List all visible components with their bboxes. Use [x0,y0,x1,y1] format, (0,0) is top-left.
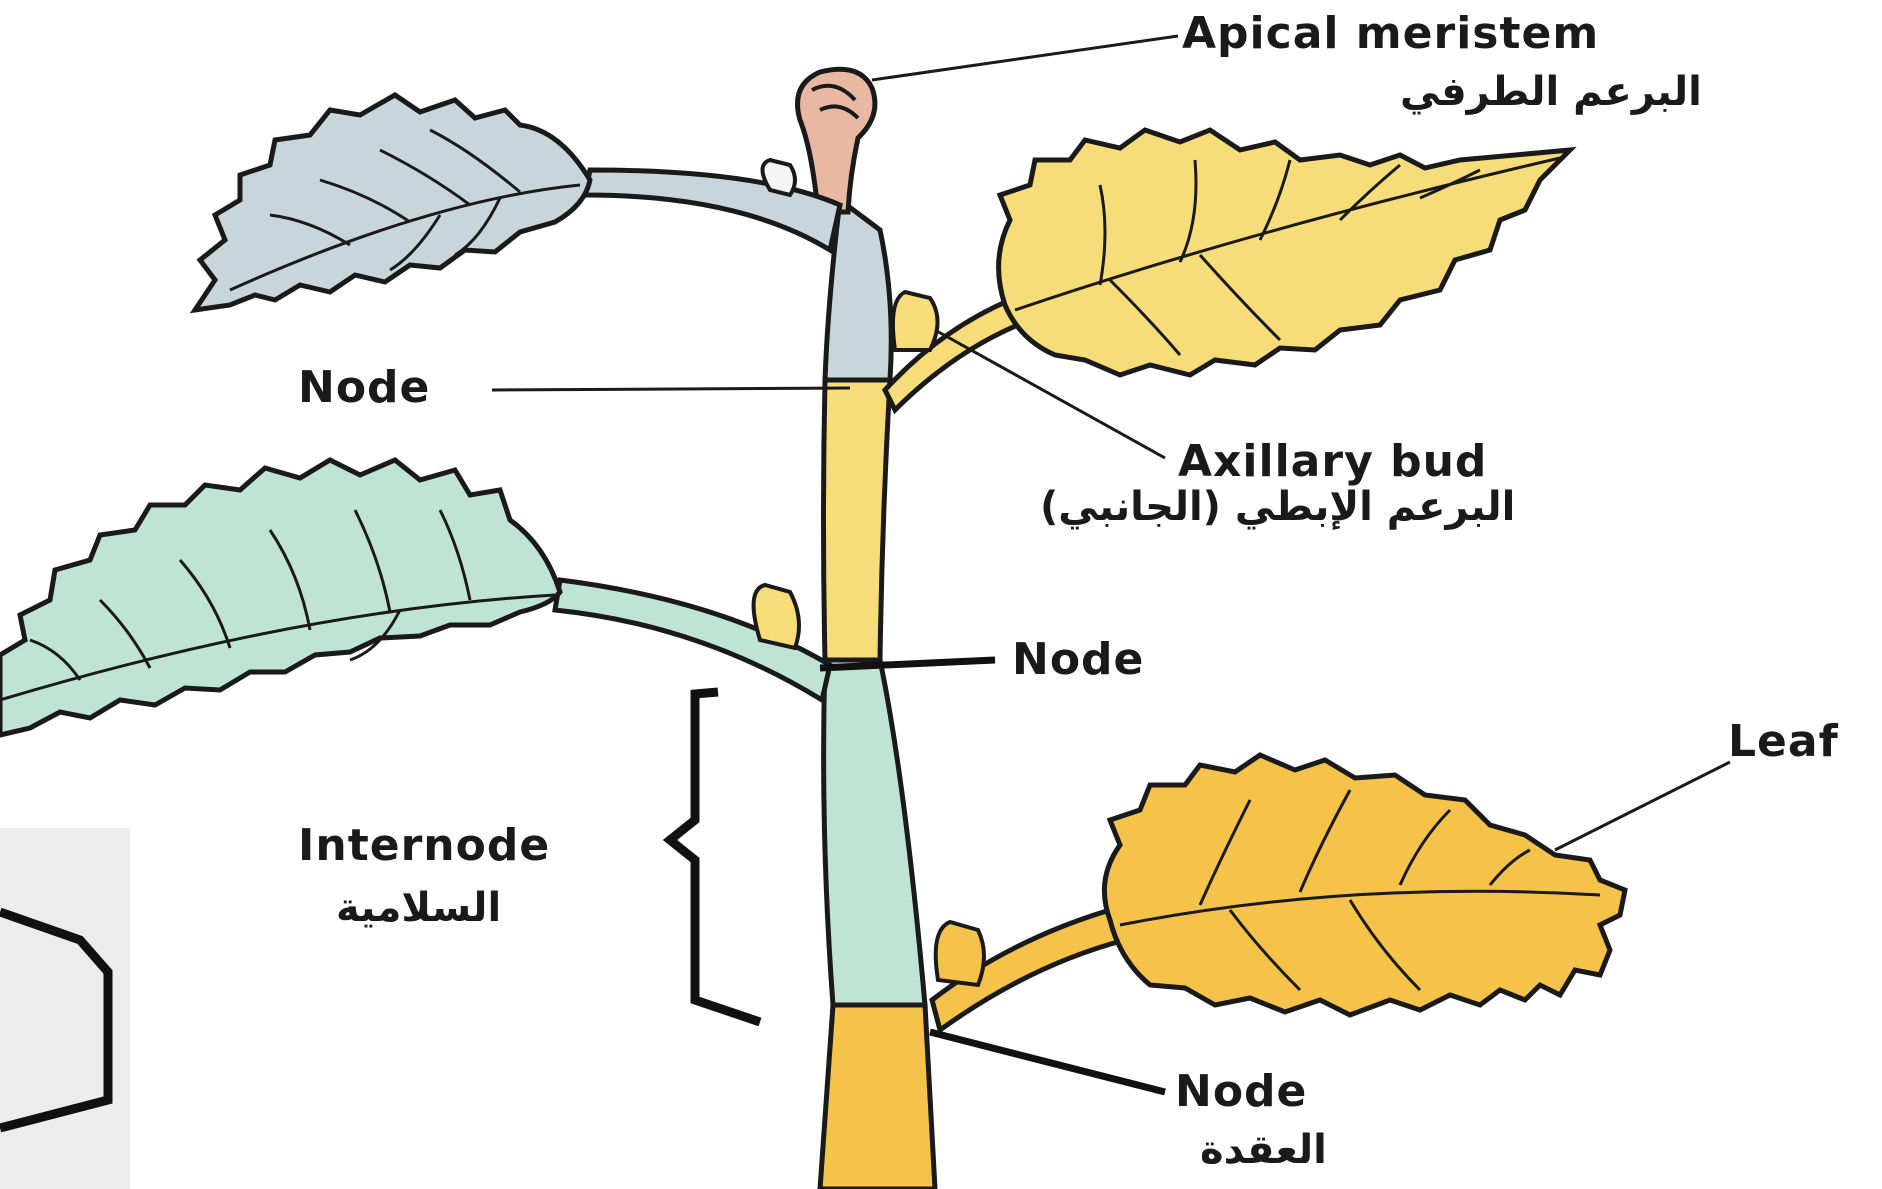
stem-internode [824,660,925,1005]
axillary-bud-lower [936,922,984,985]
stem-lower-node [820,1005,935,1189]
leaf-orange [1104,755,1625,1015]
leader-node-lower [930,1032,1165,1092]
label-apical-meristem-ar: البرعم الطرفي [1400,72,1702,112]
stem-upper-node [824,380,891,660]
label-internode-ar: السلامية [336,888,501,928]
leaf-mint [0,460,560,735]
label-node-upper: Node [298,366,430,410]
petiole-gray-blue [585,170,840,250]
label-internode: Internode [298,824,550,868]
label-node-middle: Node [1012,638,1144,682]
leader-node-upper [492,388,850,390]
axillary-bud-middle [754,585,799,648]
label-apical-meristem: Apical meristem [1182,12,1599,56]
label-node-lower-ar: العقدة [1200,1130,1327,1170]
axillary-bud-upper [893,292,938,350]
leader-apical [872,36,1178,80]
leader-leaf [1555,762,1730,850]
label-axillary-bud: Axillary bud [1178,440,1487,484]
label-leaf: Leaf [1728,720,1839,764]
label-node-lower: Node [1175,1070,1307,1114]
internode-brace [670,692,760,1022]
leaf-yellow-upper [999,130,1570,375]
apical-bud [798,69,875,212]
label-axillary-bud-ar: البرعم الإبطي (الجانبي) [1040,487,1515,527]
